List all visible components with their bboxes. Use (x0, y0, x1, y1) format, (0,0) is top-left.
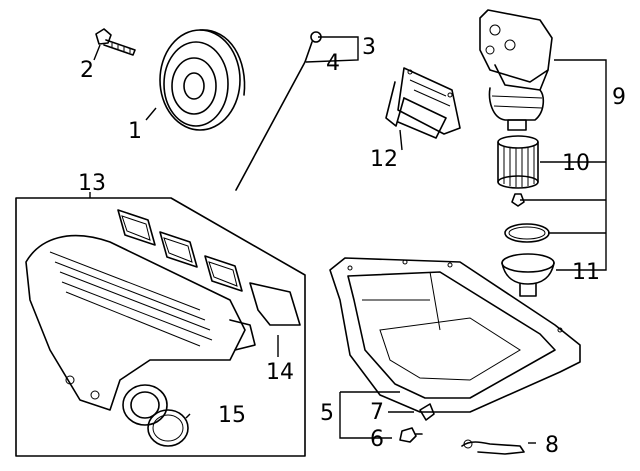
oil-filter-housing-part[interactable] (479, 9, 553, 131)
throttle-gasket-part[interactable] (147, 409, 189, 447)
callout-15: 15 (218, 403, 246, 428)
callout-2: 2 (80, 58, 94, 83)
intake-manifold-part[interactable] (15, 197, 306, 457)
intake-gasket-part[interactable] (117, 209, 301, 326)
callout-6: 6 (370, 427, 384, 452)
oil-pan-part[interactable] (329, 257, 581, 413)
drain-washer-part[interactable] (419, 403, 435, 421)
filter-element-part[interactable] (497, 135, 539, 207)
dipstick-part[interactable] (235, 31, 322, 191)
callout-3: 3 (362, 35, 376, 60)
callout-14: 14 (266, 360, 294, 385)
callout-10: 10 (562, 151, 590, 176)
callout-4: 4 (326, 51, 340, 76)
callout-8: 8 (545, 433, 559, 458)
callout-13: 13 (78, 171, 106, 196)
level-sensor-part[interactable] (461, 439, 525, 455)
callout-5: 5 (320, 401, 334, 426)
filter-cap-part[interactable] (501, 253, 555, 297)
callout-1: 1 (128, 119, 142, 144)
drain-plug-part[interactable] (399, 427, 423, 443)
callout-9: 9 (612, 85, 626, 110)
bolt-part[interactable] (95, 28, 136, 56)
callout-11: 11 (572, 260, 600, 285)
pulley-part[interactable] (159, 29, 246, 131)
leader-lines (89, 36, 607, 444)
callout-7: 7 (370, 400, 384, 425)
callout-12: 12 (370, 147, 398, 172)
oil-cooler-part[interactable] (385, 67, 461, 139)
